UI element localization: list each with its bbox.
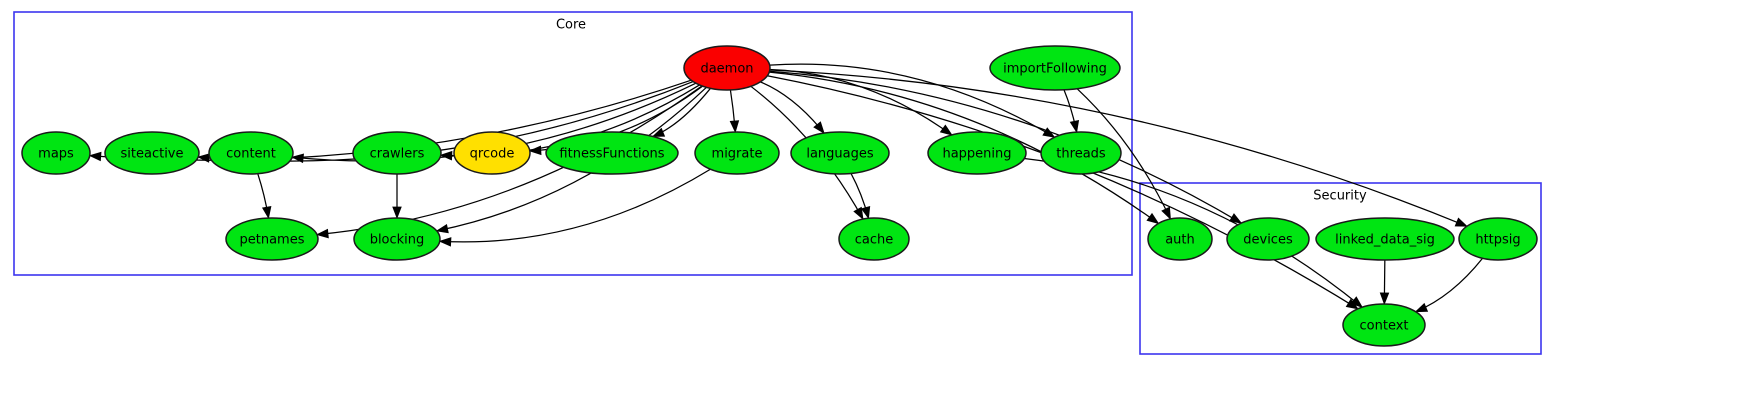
node-threads[interactable]: threads [1040, 131, 1122, 175]
edge-importFollowing-to-auth [1076, 88, 1172, 220]
node-crawlers[interactable]: crawlers [352, 131, 442, 175]
edge-importFollowing-to-threads [1063, 89, 1080, 134]
node-linked_data_sig[interactable]: linked_data_sig [1315, 217, 1455, 261]
node-qrcode[interactable]: qrcode [453, 131, 531, 175]
node-maps[interactable]: maps [21, 131, 91, 175]
node-shape-httpsig[interactable] [1458, 217, 1538, 261]
edge-daemon-to-languages [760, 81, 825, 135]
node-context[interactable]: context [1342, 303, 1426, 347]
node-cache[interactable]: cache [838, 217, 910, 261]
edge-daemon-to-auth [769, 71, 1160, 225]
node-daemon[interactable]: daemon [683, 45, 771, 91]
node-shape-daemon[interactable] [683, 45, 771, 91]
edge-path [769, 70, 1242, 224]
edge-daemon-to-blocking [435, 86, 707, 234]
edge-path [1076, 88, 1172, 220]
node-happening[interactable]: happening [927, 131, 1027, 175]
node-petnames[interactable]: petnames [225, 217, 319, 261]
node-blocking[interactable]: blocking [353, 217, 441, 261]
edge-daemon-to-migrate [729, 89, 740, 134]
node-shape-threads[interactable] [1040, 131, 1122, 175]
node-shape-linked_data_sig[interactable] [1315, 217, 1455, 261]
node-shape-auth[interactable] [1147, 217, 1213, 261]
cluster-security-label: Security [1313, 189, 1367, 204]
edge-daemon-to-fitnessFunctions [651, 87, 711, 138]
node-shape-blocking[interactable] [353, 217, 441, 261]
edge-path [767, 75, 1359, 310]
node-httpsig[interactable]: httpsig [1458, 217, 1538, 261]
edge-path [439, 168, 711, 243]
edge-path [769, 63, 1055, 138]
node-devices[interactable]: devices [1226, 217, 1310, 261]
cluster-security-box [1139, 182, 1542, 355]
edge-path [769, 71, 1159, 224]
node-siteactive[interactable]: siteactive [104, 131, 200, 175]
node-shape-petnames[interactable] [225, 217, 319, 261]
cluster-core-label: Core [556, 18, 586, 33]
node-shape-migrate[interactable] [694, 131, 780, 175]
cluster-core-box [13, 11, 1133, 276]
cluster-group: Core Security [13, 11, 1542, 355]
node-shape-crawlers[interactable] [352, 131, 442, 175]
node-shape-fitnessFunctions[interactable] [545, 131, 679, 175]
node-importFollowing[interactable]: importFollowing [989, 45, 1121, 91]
node-auth[interactable]: auth [1147, 217, 1213, 261]
edge-httpsig-to-context [1414, 257, 1484, 313]
edge-daemon-to-context [767, 75, 1359, 310]
node-shape-qrcode[interactable] [453, 131, 531, 175]
edge-content-to-petnames [257, 173, 272, 220]
node-languages[interactable]: languages [790, 131, 890, 175]
edge-path [1415, 257, 1484, 313]
node-shape-content[interactable] [208, 131, 294, 175]
edge-languages-to-cache [850, 173, 871, 220]
node-content[interactable]: content [208, 131, 294, 175]
node-shape-siteactive[interactable] [104, 131, 200, 175]
edge-daemon-to-httpsig [769, 69, 1469, 227]
node-shape-cache[interactable] [838, 217, 910, 261]
edge-path [769, 69, 1468, 227]
node-shape-maps[interactable] [21, 131, 91, 175]
node-shape-happening[interactable] [927, 131, 1027, 175]
node-shape-context[interactable] [1342, 303, 1426, 347]
node-shape-devices[interactable] [1226, 217, 1310, 261]
edge-daemon-to-devices [769, 70, 1243, 224]
edge-path [769, 68, 953, 136]
node-migrate[interactable]: migrate [694, 131, 780, 175]
edge-daemon-to-happening [769, 68, 953, 136]
node-fitnessFunctions[interactable]: fitnessFunctions [545, 131, 679, 175]
edge-crawlers-to-blocking [392, 174, 402, 220]
edge-path [760, 81, 825, 134]
edge-path [436, 86, 707, 232]
edge-migrate-to-blocking [438, 168, 711, 247]
edge-linked_data_sig-to-context [1379, 259, 1390, 306]
node-shape-importFollowing[interactable] [989, 45, 1121, 91]
node-shape-languages[interactable] [790, 131, 890, 175]
